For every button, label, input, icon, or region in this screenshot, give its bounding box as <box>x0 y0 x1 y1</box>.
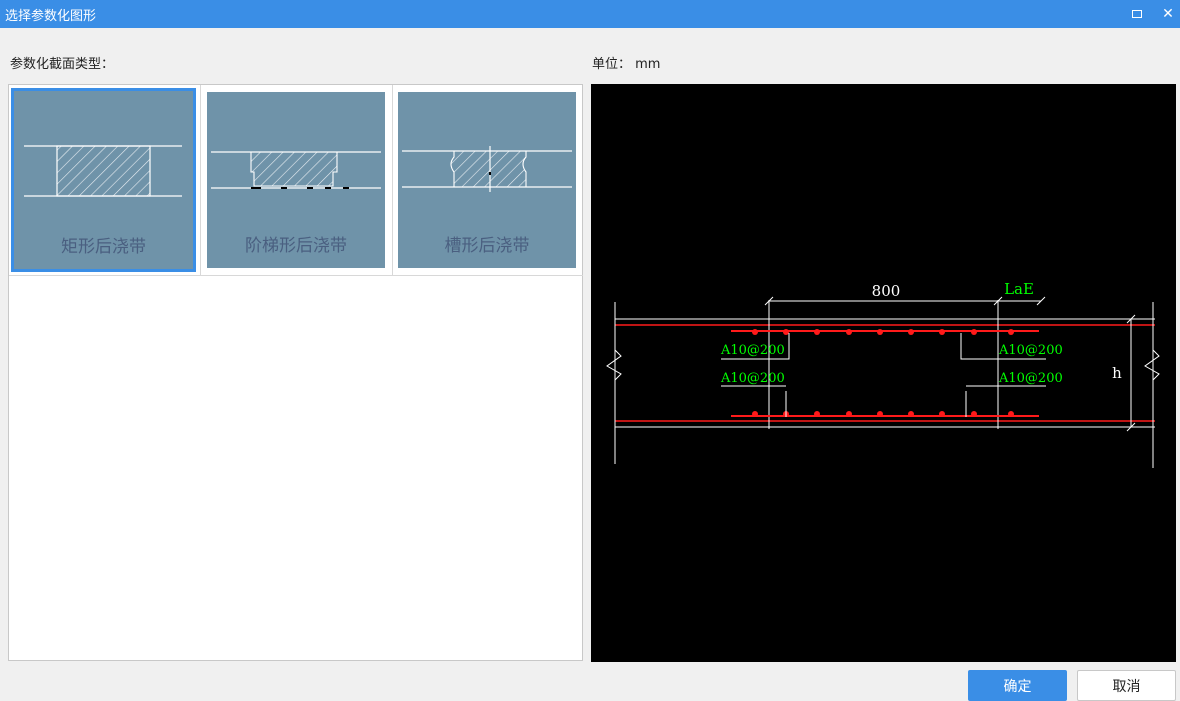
rebar-label: A10@200 <box>720 371 785 386</box>
shape-option-stepped[interactable]: 阶梯形后浇带 <box>201 85 393 276</box>
close-button[interactable]: ✕ <box>1156 0 1180 28</box>
height-label: h <box>1112 364 1122 382</box>
window-title: 选择参数化图形 <box>5 8 97 24</box>
shape-label: 槽形后浇带 <box>444 236 530 256</box>
shape-option-groove[interactable]: 槽形后浇带 <box>392 85 583 276</box>
rebar-label: A10@200 <box>998 371 1063 386</box>
shape-thumbnail: 阶梯形后浇带 <box>207 92 385 268</box>
shape-thumbnail: 矩形后浇带 <box>11 88 196 272</box>
shape-gallery: 矩形后浇带 阶梯形后浇带 <box>8 84 583 661</box>
rebar-label: A10@200 <box>998 343 1063 358</box>
title-bar: 选择参数化图形 ✕ <box>0 0 1180 28</box>
top-rebar-dots <box>752 329 1014 335</box>
dimension-800-label: 800 <box>872 282 901 300</box>
maximize-icon <box>1132 10 1142 18</box>
shape-label: 矩形后浇带 <box>61 237 146 257</box>
rebar-label: A10@200 <box>720 343 785 358</box>
ok-button[interactable]: 确定 <box>968 670 1067 701</box>
rectangular-section-diagram <box>24 145 182 197</box>
section-type-label: 参数化截面类型： <box>10 57 115 72</box>
section-preview-canvas: 800 LaE h A10@200 A10@ <box>591 84 1176 662</box>
post-pour-strip-drawing: 800 LaE h A10@200 A10@ <box>606 280 1160 468</box>
shape-option-rectangular[interactable]: 矩形后浇带 <box>9 85 201 276</box>
dimension-lae-label: LaE <box>1004 280 1034 298</box>
shape-thumbnail: 槽形后浇带 <box>398 92 576 268</box>
close-icon: ✕ <box>1162 6 1174 22</box>
stepped-section-diagram <box>211 151 381 189</box>
unit-label: 单位： mm <box>592 57 661 72</box>
shape-label: 阶梯形后浇带 <box>245 236 347 256</box>
maximize-button[interactable] <box>1125 0 1149 28</box>
bottom-rebar-dots <box>752 411 1014 417</box>
groove-section-diagram <box>402 146 572 192</box>
cancel-button[interactable]: 取消 <box>1077 670 1176 701</box>
